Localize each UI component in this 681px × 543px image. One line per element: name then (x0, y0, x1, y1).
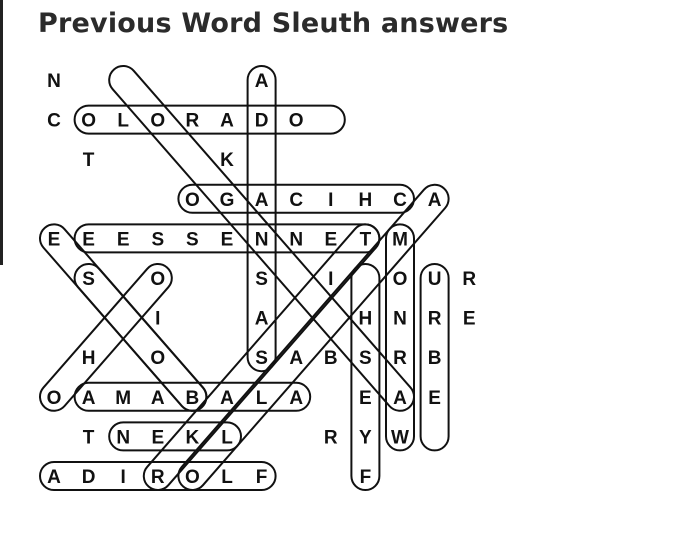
grid-letter: A (289, 348, 303, 369)
grid-letter: C (393, 190, 407, 211)
grid-letter: O (289, 111, 304, 132)
grid-letter: E (463, 309, 476, 330)
grid-letter: L (117, 111, 129, 132)
answer-loop (142, 223, 381, 491)
grid-letter: R (186, 111, 200, 132)
grid-letter: O (150, 269, 165, 290)
grid-letter: C (289, 190, 303, 211)
grid-letter: O (81, 111, 96, 132)
grid-letter: R (428, 309, 442, 330)
answer-loops (39, 65, 450, 491)
grid-letter: M (392, 229, 408, 250)
grid-letter: N (47, 71, 61, 92)
grid-letter: R (393, 348, 407, 369)
grid-letter: S (82, 269, 95, 290)
grid-letter: O (47, 388, 62, 409)
grid-letter: E (82, 229, 95, 250)
grid-letter: A (289, 388, 303, 409)
page-title: Previous Word Sleuth answers (38, 8, 509, 39)
grid-letter: S (359, 348, 372, 369)
grid-letter: D (255, 111, 269, 132)
grid-letter: E (324, 229, 337, 250)
answer-loop (385, 223, 415, 452)
grid-letter: A (255, 309, 269, 330)
grid-letter: O (185, 467, 200, 488)
grid-letter: N (255, 229, 269, 250)
grid-letter: A (151, 388, 165, 409)
grid-letter: T (83, 150, 95, 171)
grid-letter: E (428, 388, 441, 409)
grid-letter: O (185, 190, 200, 211)
grid-letter: A (255, 190, 269, 211)
answer-loop (246, 65, 277, 373)
grid-letter: L (221, 427, 233, 448)
grid-letter: A (82, 388, 96, 409)
grid-letter: R (151, 467, 165, 488)
grid-letter: E (117, 229, 130, 250)
answer-loop (177, 183, 415, 214)
grid-letter: S (255, 348, 268, 369)
grid-letter: S (151, 229, 164, 250)
grid-letter: T (83, 427, 95, 448)
grid-letter: Y (359, 427, 372, 448)
grid-letter: B (428, 348, 442, 369)
grid-letter: H (82, 348, 96, 369)
grid-letter: A (220, 111, 234, 132)
grid-letter: I (155, 309, 160, 330)
grid-letter: F (360, 467, 372, 488)
grid-letter: H (359, 190, 373, 211)
grid-letter: E (221, 229, 234, 250)
answer-loop (177, 183, 450, 491)
answer-loop (39, 223, 208, 412)
grid-letter: N (393, 309, 407, 330)
grid-letter: E (359, 388, 372, 409)
grid-letter: K (220, 150, 234, 171)
grid-letter: S (255, 269, 268, 290)
grid-letter: E (48, 229, 61, 250)
grid-letter: A (220, 388, 234, 409)
grid-letter: G (220, 190, 235, 211)
grid-letter: U (428, 269, 442, 290)
grid-letter: N (289, 229, 303, 250)
grid-letter: O (150, 348, 165, 369)
grid-letter: A (255, 71, 269, 92)
grid-letter: A (428, 190, 442, 211)
answer-loop (350, 263, 381, 491)
grid-letter: R (324, 427, 338, 448)
grid-letter: O (393, 269, 408, 290)
grid-letter: W (391, 427, 409, 448)
answer-loop (108, 65, 416, 412)
grid-letter: S (186, 229, 199, 250)
grid-letter: A (393, 388, 407, 409)
grid-letter: N (116, 427, 130, 448)
grid-letter: I (328, 190, 333, 211)
grid-letter: O (150, 111, 165, 132)
grid-letter: B (324, 348, 338, 369)
grid-letter: F (256, 467, 268, 488)
grid-letter: L (256, 388, 268, 409)
answer-loop (73, 104, 346, 135)
grid-letter: C (47, 111, 61, 132)
answer-loop (39, 263, 173, 412)
grid-letter: L (221, 467, 233, 488)
grid-letter: H (359, 309, 373, 330)
grid-letter: B (186, 388, 200, 409)
grid-letter: R (462, 269, 476, 290)
grid-letter: D (82, 467, 96, 488)
grid-letter: I (328, 269, 333, 290)
grid-letter: K (186, 427, 200, 448)
left-edge-border (0, 0, 3, 265)
grid-letter: I (121, 467, 126, 488)
answer-loop (419, 263, 450, 452)
grid-letter: E (151, 427, 164, 448)
grid-letter: A (47, 467, 61, 488)
answer-loop (108, 421, 242, 452)
grid-letter: T (360, 229, 372, 250)
grid-letter: M (115, 388, 131, 409)
